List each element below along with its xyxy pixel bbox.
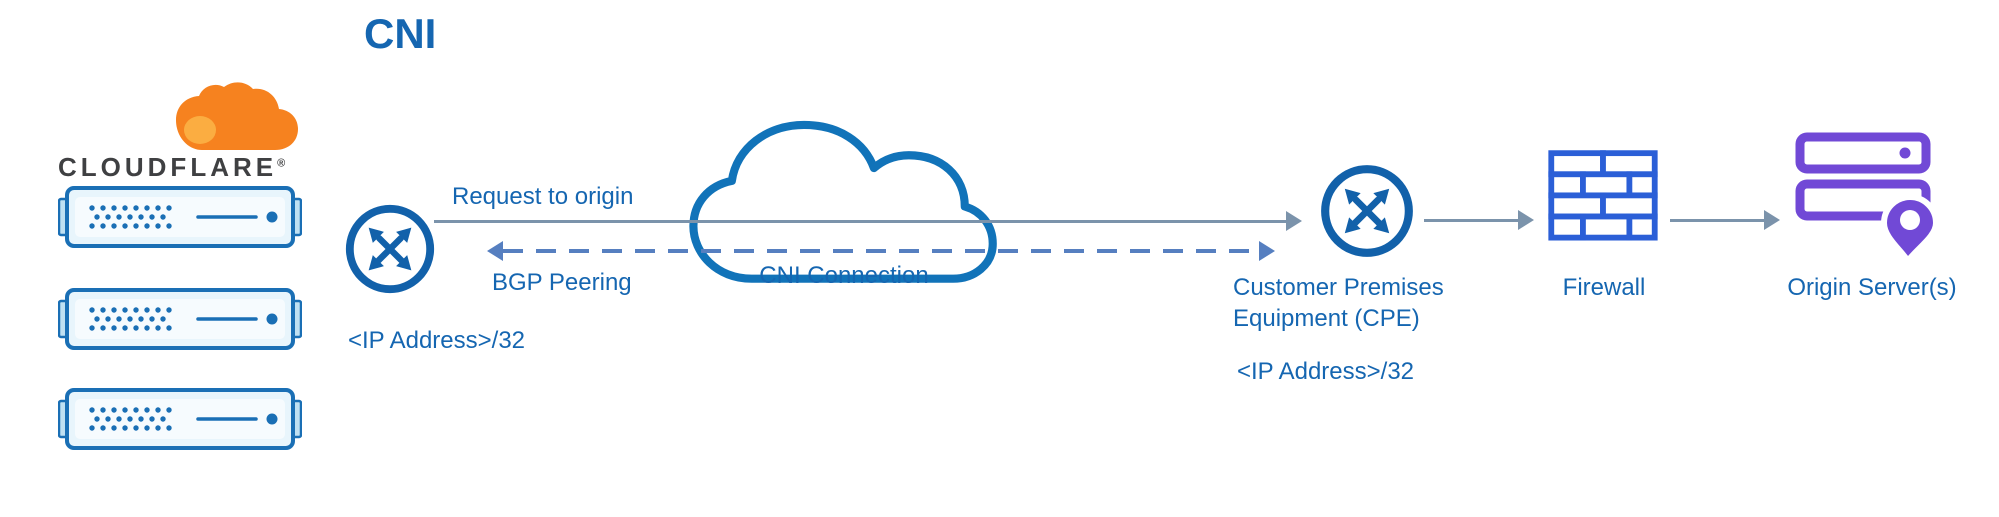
request-arrow-line bbox=[434, 220, 1286, 223]
cpe-firewall-line bbox=[1424, 219, 1518, 222]
bgp-left-arrowhead-icon bbox=[487, 241, 503, 261]
registered-mark: ® bbox=[277, 157, 286, 170]
cloudflare-logo-icon bbox=[176, 82, 298, 150]
location-pin-icon bbox=[1880, 194, 1940, 267]
cloudflare-server-icon bbox=[58, 186, 302, 248]
cni-connection-cloud-icon bbox=[689, 120, 997, 283]
cpe-router-icon bbox=[1316, 160, 1418, 262]
cni-connection-label: CNI Connection bbox=[759, 262, 929, 289]
cpe-ip-label: <IP Address>/32 bbox=[1237, 358, 1415, 385]
bgp-peering-label: BGP Peering bbox=[492, 269, 632, 296]
firewall-label: Firewall bbox=[1562, 274, 1646, 301]
cloudflare-server-icon bbox=[58, 388, 302, 450]
cloudflare-wordmark: CLOUDFLARE® bbox=[58, 152, 308, 183]
cpe-firewall-arrowhead-icon bbox=[1518, 210, 1534, 230]
diagram-title: CNI bbox=[364, 10, 437, 57]
bgp-right-arrowhead-icon bbox=[1259, 241, 1275, 261]
origin-servers-label: Origin Server(s) bbox=[1787, 274, 1957, 301]
cloudflare-server-icon bbox=[58, 288, 302, 350]
cloudflare-ip-label: <IP Address>/32 bbox=[348, 327, 526, 354]
origin-server-icon bbox=[1795, 132, 1940, 267]
bgp-dashed-line bbox=[503, 249, 1259, 253]
firewall-origin-arrowhead-icon bbox=[1764, 210, 1780, 230]
cloudflare-wordmark-text: CLOUDFLARE bbox=[58, 152, 278, 182]
firewall-origin-line bbox=[1670, 219, 1764, 222]
request-arrowhead-icon bbox=[1286, 211, 1302, 231]
firewall-icon bbox=[1548, 150, 1658, 241]
request-to-origin-label: Request to origin bbox=[452, 183, 634, 210]
cloudflare-edge-router-icon bbox=[341, 200, 439, 298]
cpe-label: Customer Premises Equipment (CPE) bbox=[1233, 274, 1444, 332]
